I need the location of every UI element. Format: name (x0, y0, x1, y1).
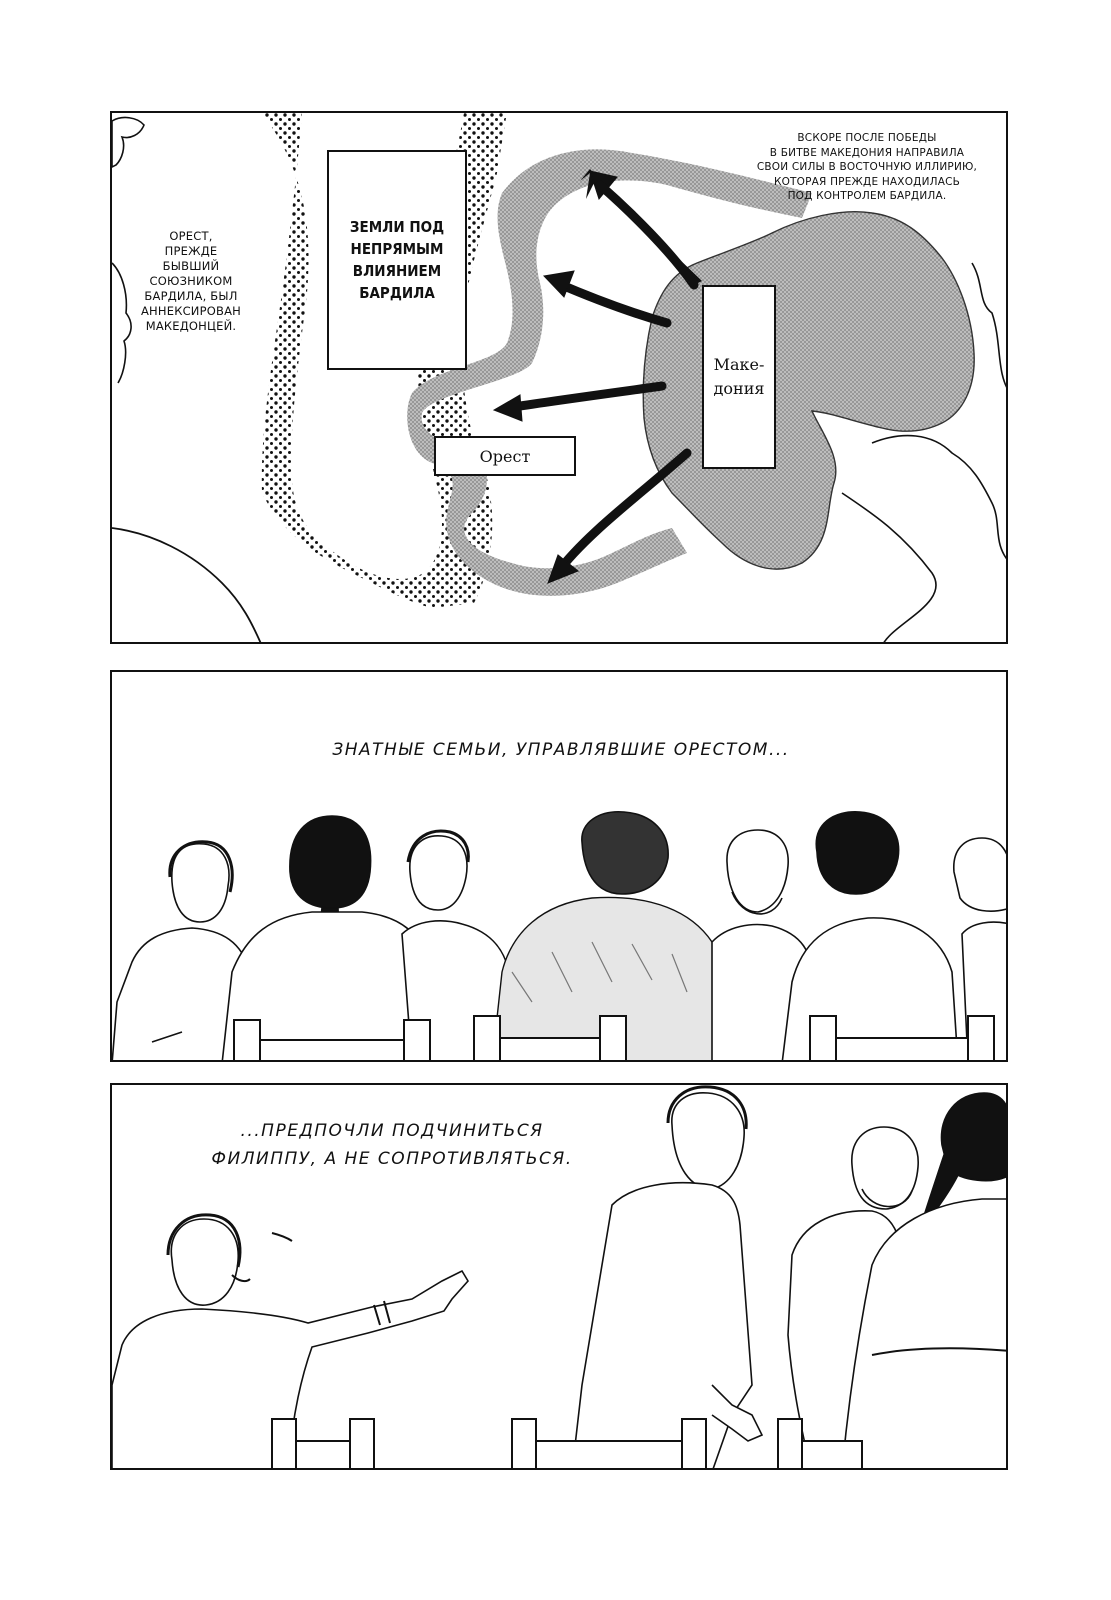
coastline-east (841, 492, 937, 642)
orest-label-box: Орест (434, 436, 576, 476)
coastline-bay (871, 434, 1006, 560)
narration-line: ...ПРЕДПОЧЛИ ПОДЧИНИТЬСЯ (240, 1121, 544, 1141)
map-panel: ЗЕМЛИ ПОД НЕПРЯМЫМ ВЛИЯНИЕМ БАРДИЛА Маке… (110, 111, 1008, 644)
region-label-line: ВЛИЯНИЕМ (352, 262, 442, 280)
chair-backs (233, 1015, 995, 1060)
expansion-arrows (492, 169, 702, 584)
orest-label: Орест (479, 446, 531, 466)
note-line: МАКЕДОНЦЕЙ. (145, 319, 237, 333)
macedonia-label-line: дония (713, 379, 765, 398)
note-line: ОРЕСТ, (169, 229, 213, 243)
map-note-right: ВСКОРЕ ПОСЛЕ ПОБЕДЫ В БИТВЕ МАКЕДОНИЯ НА… (732, 131, 1002, 204)
note-line: ВСКОРЕ ПОСЛЕ ПОБЕДЫ (797, 132, 937, 144)
indirect-influence-label-box: ЗЕМЛИ ПОД НЕПРЯМЫМ ВЛИЯНИЕМ БАРДИЛА (327, 150, 467, 370)
coastline-left (112, 262, 132, 384)
macedonia-region (642, 211, 975, 570)
argument-panel: ...ПРЕДПОЧЛИ ПОДЧИНИТЬСЯ ФИЛИППУ, А НЕ С… (110, 1083, 1008, 1470)
figure-pointing-man (112, 1213, 469, 1468)
figure-ponytail-man (841, 1092, 1006, 1468)
note-line: В БИТВЕ МАКЕДОНИЯ НАПРАВИЛА (769, 146, 965, 159)
map-note-left: ОРЕСТ, ПРЕЖДЕ БЫВШИЙ СОЮЗНИКОМ БАРДИЛА, … (126, 229, 256, 334)
argument-illustration (112, 1085, 1006, 1468)
orest-border-band (407, 149, 812, 596)
council-panel: ЗНАТНЫЕ СЕМЬИ, УПРАВЛЯВШИЕ ОРЕСТОМ... (110, 670, 1008, 1062)
note-line: СВОИ СИЛЫ В ВОСТОЧНУЮ ИЛЛИРИЮ, (756, 161, 978, 173)
narration-line: ФИЛИППУ, А НЕ СОПРОТИВЛЯТЬСЯ. (211, 1149, 573, 1169)
narration-caption: ЗНАТНЫЕ СЕМЬИ, УПРАВЛЯВШИЕ ОРЕСТОМ... (332, 740, 790, 760)
note-line: СОЮЗНИКОМ (149, 274, 233, 288)
chair-backs (271, 1418, 863, 1468)
note-line: БАРДИЛА, БЫЛ (144, 289, 238, 303)
coastline-bottom-left (112, 527, 262, 642)
note-line: КОТОРАЯ ПРЕЖДЕ НАХОДИЛАСЬ (773, 175, 961, 188)
macedonia-label-box: Маке- дония (702, 285, 776, 469)
note-line: БЫВШИЙ (162, 259, 220, 273)
region-label-line: ЗЕМЛИ ПОД (349, 218, 445, 236)
figure-standing-man (571, 1085, 764, 1468)
figure-curly-hair-back (781, 811, 959, 1060)
note-line: ПРЕЖДЕ (164, 244, 218, 258)
note-line: АННЕКСИРОВАН (140, 304, 241, 318)
coastline-right (971, 262, 1006, 388)
region-label-line: БАРДИЛА (359, 284, 435, 302)
council-illustration (112, 811, 1006, 1060)
coastline-top-left (112, 116, 145, 168)
macedonia-label-line: Маке- (713, 355, 765, 374)
narration-caption: ...ПРЕДПОЧЛИ ПОДЧИНИТЬСЯ ФИЛИППУ, А НЕ С… (202, 1117, 582, 1173)
region-label-line: НЕПРЯМЫМ (350, 240, 444, 258)
note-line: ПОД КОНТРОЛЕМ БАРДИЛА. (787, 190, 947, 202)
